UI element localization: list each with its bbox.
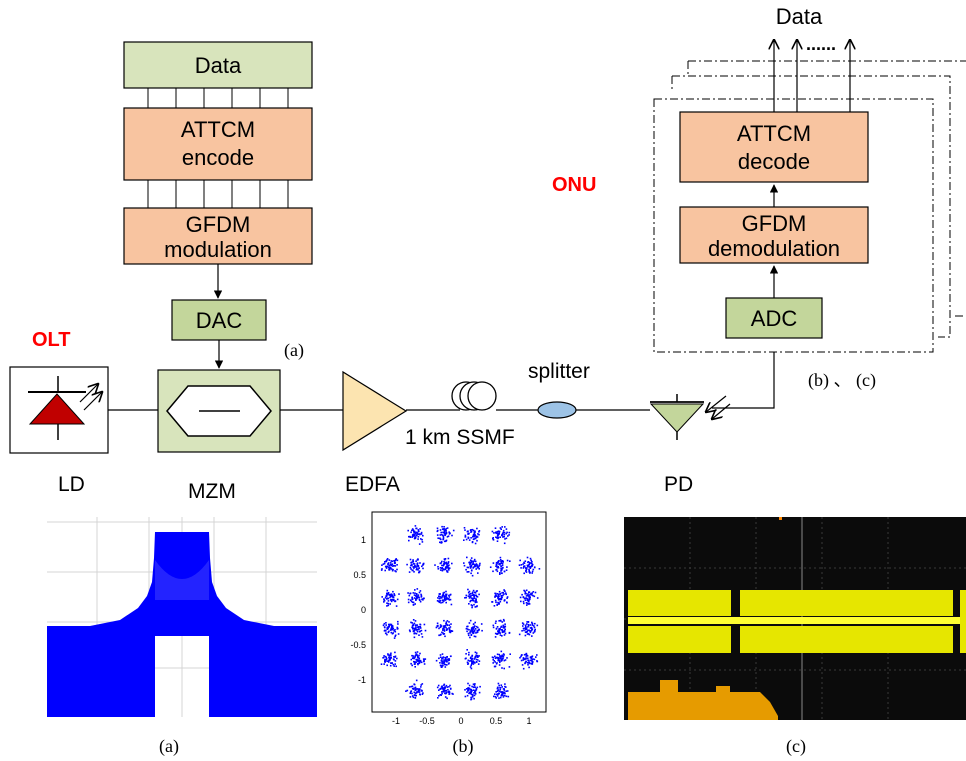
mzm-label: MZM (188, 480, 236, 503)
constellation-caption: (b) (453, 736, 474, 757)
olt-label: OLT (32, 329, 71, 351)
pd-label: PD (664, 473, 693, 496)
adc-box (725, 297, 823, 339)
constellation-cluster (435, 619, 454, 638)
pd-to-adc-arrow (712, 339, 779, 409)
constellation-cluster (406, 558, 425, 574)
constellation-cluster (405, 679, 424, 699)
attcm-decode-box (679, 111, 869, 183)
output-data-arrows (774, 40, 850, 112)
fiber-spool-icon (451, 381, 497, 411)
constellation-cluster (464, 649, 481, 670)
constellation-tick-x: -0.5 (419, 716, 435, 726)
gfdm-demodulation-box (679, 206, 869, 264)
constellation-cluster (435, 653, 452, 668)
splitter-icon (537, 401, 577, 419)
fiber-label: 1 km SSMF (405, 426, 515, 449)
constellation-cluster (407, 588, 425, 606)
constellation-points (380, 525, 541, 701)
constellation-tick-y: -1 (358, 675, 366, 685)
constellation-cluster (491, 526, 511, 545)
constellation-cluster (382, 620, 400, 639)
constellation-cluster (493, 682, 510, 699)
spectrum-trace (47, 532, 317, 717)
constellation-cluster (407, 525, 424, 545)
constellation-cluster (519, 589, 539, 606)
scope-lower-trace (628, 680, 778, 720)
spectrum-caption: (a) (159, 736, 179, 757)
constellation-inset: -1 -0.5 0 0.5 1 1 0.5 0 -0.5 -1 (350, 511, 547, 726)
constellation-cluster (464, 682, 481, 701)
adc-label: ADC (751, 306, 798, 331)
constellation-cluster (489, 556, 511, 575)
edfa-amplifier-icon (342, 370, 408, 452)
tap-label-a: (a) (284, 340, 304, 361)
onu-label: ONU (552, 174, 596, 196)
constellation-cluster (491, 589, 509, 607)
scope-yellow-trace (628, 590, 966, 653)
mzm-icon (166, 385, 272, 437)
laser-diode-icon (28, 376, 102, 440)
attcm-decode-label-2: decode (738, 149, 810, 174)
parallel-bus-1 (147, 88, 289, 108)
constellation-cluster (463, 556, 481, 577)
constellation-cluster (518, 556, 541, 575)
tap-label-bc: (b) 、 (c) (808, 370, 876, 391)
constellation-cluster (436, 590, 453, 606)
data-box-label: Data (195, 53, 242, 78)
gfdm-modulation-label-2: modulation (164, 237, 272, 262)
ld-label: LD (58, 473, 85, 496)
photodiode-icon (649, 394, 731, 440)
output-data-label: Data (776, 4, 823, 29)
constellation-cluster (436, 683, 454, 700)
constellation-cluster (464, 588, 480, 609)
constellation-cluster (436, 525, 455, 544)
constellation-cluster (408, 619, 427, 639)
gfdm-demod-label-2: demodulation (708, 236, 840, 261)
constellation-tick-y: 0 (361, 605, 366, 615)
constellation-tick-y: -0.5 (350, 640, 366, 650)
constellation-tick-x: -1 (392, 716, 400, 726)
attcm-decode-label-1: ATTCM (737, 121, 811, 146)
constellation-cluster (434, 557, 453, 573)
constellation-tick-x: 1 (526, 716, 531, 726)
gfdm-demod-label-1: GFDM (742, 211, 807, 236)
dac-label: DAC (196, 308, 243, 333)
attcm-encode-label-2: encode (182, 145, 254, 170)
constellation-cluster (492, 618, 511, 638)
constellation-cluster (381, 589, 400, 607)
constellation-tick-x: 0 (458, 716, 463, 726)
constellation-cluster (380, 558, 399, 573)
constellation-tick-x: 0.5 (490, 716, 503, 726)
spectrum-inset (47, 517, 317, 717)
constellation-cluster (465, 619, 483, 639)
constellation-cluster (463, 527, 481, 545)
constellation-cluster (518, 621, 539, 637)
oscilloscope-inset (624, 517, 966, 720)
constellation-tick-y: 1 (361, 535, 366, 545)
data-box (123, 41, 313, 89)
constellation-cluster (519, 652, 539, 670)
constellation-cluster (410, 651, 427, 668)
splitter-label: splitter (528, 360, 590, 383)
gfdm-modulation-box (123, 207, 313, 265)
constellation-cluster (380, 651, 398, 668)
constellation-tick-y: 0.5 (353, 570, 366, 580)
parallel-bus-2 (147, 180, 289, 208)
attcm-encode-box (123, 107, 313, 181)
attcm-encode-label-1: ATTCM (181, 117, 255, 142)
scope-caption: (c) (786, 736, 806, 757)
constellation-cluster (491, 650, 511, 670)
gfdm-modulation-label-1: GFDM (186, 212, 251, 237)
edfa-label: EDFA (345, 473, 400, 496)
output-ellipsis: ...... (806, 34, 836, 54)
